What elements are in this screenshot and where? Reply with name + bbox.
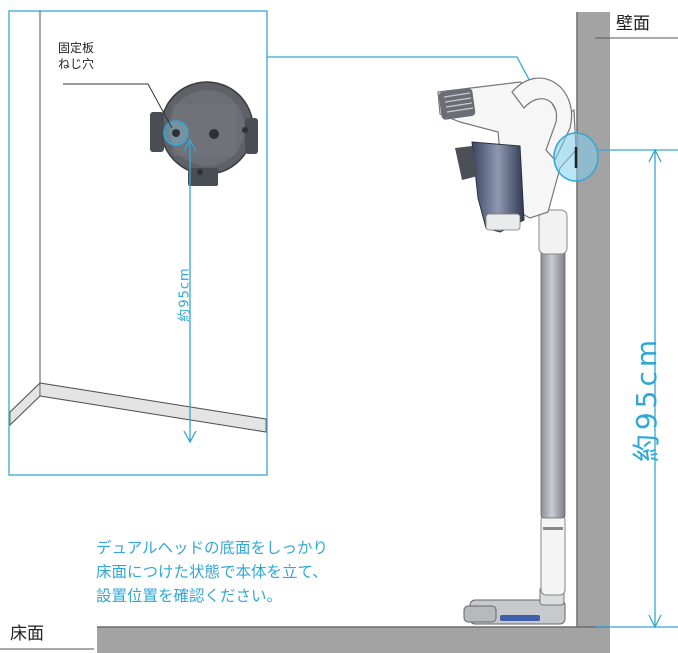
fixing-plate-label: 固定板 ねじ穴 xyxy=(58,40,94,72)
floor-surface xyxy=(97,626,610,653)
screw-hole-highlight xyxy=(163,120,189,146)
floor-label: 床面 xyxy=(10,624,44,644)
large-height-arrow xyxy=(596,148,678,629)
stick-vacuum xyxy=(437,77,577,625)
instruction-line-2: 床面につけた状態で本体を立て、 xyxy=(96,563,328,581)
wall-surface xyxy=(576,12,610,627)
instruction-line-1: デュアルヘッドの底面をしっかり xyxy=(96,539,329,557)
instruction-note: デュアルヘッドの底面をしっかり 床面につけた状態で本体を立て、 設置位置を確認く… xyxy=(96,536,328,608)
wall-label: 壁面 xyxy=(616,14,650,34)
fixing-plate-label-line2: ねじ穴 xyxy=(58,57,95,71)
fixing-plate xyxy=(150,81,258,186)
wall-mount-highlight xyxy=(553,132,599,182)
fixing-plate-leader xyxy=(63,83,173,129)
detail-inset xyxy=(8,10,268,476)
instruction-line-3: 設置位置を確認ください。 xyxy=(96,587,283,605)
fixing-plate-label-line1: 固定板 xyxy=(58,41,95,55)
small-height-label: 約95cm xyxy=(177,267,193,322)
large-height-label: 約95cm xyxy=(630,335,663,463)
small-height-arrow xyxy=(183,138,197,444)
